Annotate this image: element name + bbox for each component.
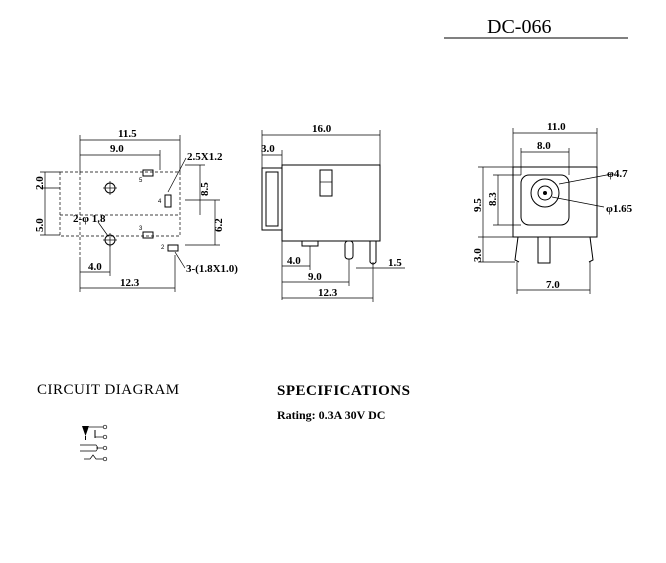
dim-left-span: 5.0 — [34, 218, 46, 232]
dim-d3: 12.3 — [318, 287, 338, 299]
dim-pin-size: 2.5X1.2 — [187, 151, 223, 163]
dim-d1: 4.0 — [287, 255, 301, 267]
dim-top-width: 11.5 — [118, 128, 137, 140]
dim-pad-label: 3-(1.8X1.0) — [186, 263, 238, 275]
dim-length: 16.0 — [312, 123, 332, 135]
side-view-body — [281, 164, 381, 242]
end-pin-center — [537, 236, 551, 264]
dim-d2: 9.0 — [308, 271, 322, 283]
side-pin-2 — [344, 240, 354, 260]
jack-inner-ring — [537, 185, 553, 201]
dim-end-inner-height: 8.3 — [487, 192, 499, 206]
side-pin-1 — [301, 240, 319, 247]
end-pin-right — [588, 236, 594, 263]
end-view: 11.0 8.0 φ4.7 φ1.65 9.5 8.3 3.0 7.0 — [472, 121, 633, 294]
pin-label-5: 5 — [139, 178, 143, 184]
dim-outer-dia: φ4.7 — [607, 168, 628, 180]
dim-end-height: 9.5 — [472, 198, 484, 212]
dim-bottom-width: 12.3 — [120, 277, 140, 289]
end-pin-left — [514, 236, 520, 263]
dim-inner-dia: φ1.65 — [606, 203, 633, 215]
dim-inner-width: 9.0 — [110, 143, 124, 155]
dim-front: 3.0 — [261, 143, 275, 155]
dim-end-inner: 8.0 — [537, 140, 551, 152]
footprint-outline — [59, 171, 181, 237]
circuit-symbol — [80, 424, 108, 462]
specifications-heading: SPECIFICATIONS — [277, 383, 410, 399]
pad-4 — [164, 194, 172, 208]
circuit-diagram-heading: CIRCUIT DIAGRAM — [37, 382, 180, 398]
pin-label-3: 3 — [139, 226, 143, 232]
pad-5 — [142, 169, 154, 177]
pin-label-2: 2 — [161, 245, 165, 251]
dim-right-upper: 8.5 — [199, 182, 211, 196]
end-view-body — [512, 166, 598, 238]
dim-hole-label: 2-φ 1.8 — [73, 213, 106, 225]
pad-2 — [167, 244, 179, 252]
pin-label-4: 4 — [158, 199, 162, 205]
dim-end-width: 11.0 — [547, 121, 566, 133]
part-number-title: DC-066 — [487, 16, 551, 38]
dim-tail: 1.5 — [388, 257, 402, 269]
jack-outer-ring — [530, 178, 560, 208]
dim-pin-span: 7.0 — [546, 279, 560, 291]
side-pin-3 — [369, 241, 377, 265]
side-view: 16.0 3.0 4.0 9.0 12.3 1.5 — [261, 123, 405, 302]
dim-left-top: 2.0 — [34, 176, 46, 190]
side-view-front-flange — [261, 167, 283, 231]
dim-end-base: 3.0 — [472, 248, 484, 262]
rating-text: Rating: 0.3A 30V DC — [277, 408, 385, 422]
pad-3 — [142, 231, 154, 239]
dim-bottom-small: 4.0 — [88, 261, 102, 273]
footprint-view: 5 4 3 2 11.5 9.0 2.5X1.2 2.0 5.0 2-φ 1.8… — [34, 128, 238, 292]
dim-right-lower: 6.2 — [213, 218, 225, 232]
